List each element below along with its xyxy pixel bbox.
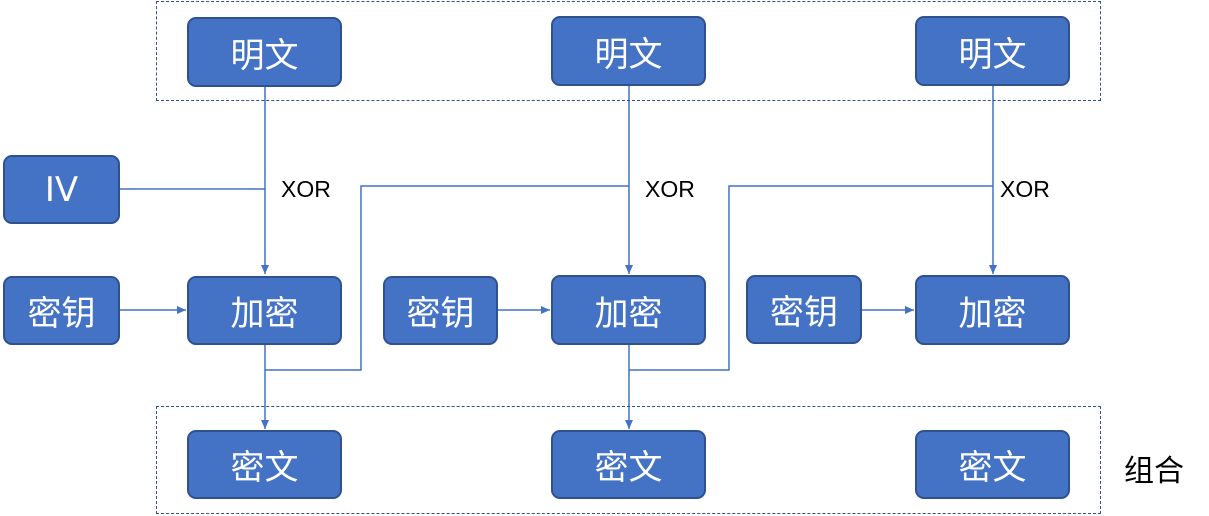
combine-label: 组合 — [1124, 454, 1184, 489]
plaintext-box-3: 明文 — [915, 16, 1070, 86]
cipher2-feedback-line — [629, 185, 993, 371]
ciphertext-box-2: 密文 — [551, 430, 706, 499]
key-box-2: 密钥 — [383, 276, 498, 345]
plaintext-label: 明文 — [594, 34, 663, 75]
encrypt-label: 加密 — [230, 294, 299, 334]
ciphertext-group — [156, 406, 1101, 514]
plaintext-group — [156, 1, 1101, 101]
key-box-1: 密钥 — [3, 276, 120, 345]
ciphertext-label: 密文 — [958, 448, 1027, 488]
cipher1-feedback-line — [265, 185, 629, 371]
key-label: 密钥 — [406, 294, 475, 334]
encrypt-box-2: 加密 — [551, 275, 706, 345]
key-label: 密钥 — [770, 293, 838, 333]
xor-label-3: XOR — [1000, 176, 1050, 202]
encrypt-label: 加密 — [958, 293, 1027, 334]
xor-label-2: XOR — [645, 176, 695, 202]
encrypt-box-1: 加密 — [187, 276, 342, 345]
encrypt-label: 加密 — [594, 293, 663, 334]
plaintext-box-2: 明文 — [551, 16, 706, 86]
plaintext-box-1: 明文 — [187, 17, 342, 87]
key-label: 密钥 — [27, 294, 96, 334]
iv-box: IV — [3, 155, 120, 224]
xor-label-1: XOR — [281, 176, 331, 202]
plaintext-label: 明文 — [958, 34, 1027, 75]
encrypt-box-3: 加密 — [915, 275, 1070, 345]
iv-label: IV — [44, 169, 79, 210]
ciphertext-label: 密文 — [594, 448, 663, 488]
plaintext-label: 明文 — [230, 35, 299, 76]
ciphertext-box-3: 密文 — [915, 430, 1070, 499]
ciphertext-label: 密文 — [230, 448, 299, 488]
key-box-3: 密钥 — [746, 275, 862, 344]
ciphertext-box-1: 密文 — [187, 430, 342, 499]
